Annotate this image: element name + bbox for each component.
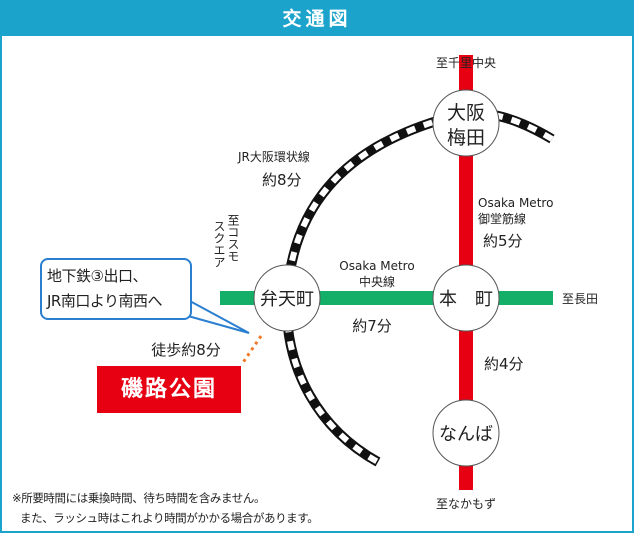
destination-label: 磯路公園	[97, 366, 241, 413]
chuo-name-1: Osaka Metro	[339, 259, 414, 273]
chuo-time: 約7分	[352, 317, 392, 335]
station-bentencho[interactable]: 弁天町	[253, 264, 321, 332]
chuo-name-2: 中央線	[359, 274, 395, 289]
note-line-1: ※所要時間には乗換時間、待ち時間を含みません。	[12, 491, 266, 505]
map-title: 交通図	[0, 0, 634, 36]
direction-east: 至長田	[562, 292, 598, 306]
direction-west-2: スクエア	[212, 220, 226, 268]
station-umeda-label-2: 梅田	[447, 127, 485, 149]
callout-line-1: 地下鉄③出口、	[47, 267, 147, 285]
jr-loop-name: JR大阪環状線	[237, 149, 310, 164]
midosuji-time-umeda: 約5分	[483, 232, 523, 250]
midosuji-name-2: 御堂筋線	[478, 211, 526, 226]
walking-route	[240, 335, 263, 365]
exit-callout: 地下鉄③出口、 JR南口より南西へ	[40, 258, 192, 320]
direction-west-1: 至コスモ	[226, 214, 240, 262]
direction-north: 至千里中央	[436, 55, 496, 70]
direction-south: 至なかもず	[436, 497, 496, 511]
station-namba[interactable]: なんば	[432, 399, 500, 467]
station-honmachi[interactable]: 本 町	[432, 264, 500, 332]
station-umeda[interactable]: 大阪 梅田	[432, 89, 500, 157]
walking-time: 徒歩約8分	[151, 341, 221, 359]
note-line-2: また、ラッシュ時はこれより時間がかかる場合があります。	[20, 511, 319, 525]
callout-tail	[187, 299, 250, 334]
station-namba-label: なんば	[439, 424, 493, 445]
callout-line-2: JR南口より南西へ	[47, 292, 163, 310]
midosuji-name-1: Osaka Metro	[478, 196, 553, 210]
jr-loop-line	[281, 108, 555, 467]
station-bentencho-label: 弁天町	[260, 289, 314, 310]
station-honmachi-label: 本 町	[439, 289, 493, 310]
midosuji-time-namba: 約4分	[484, 355, 524, 373]
station-umeda-label-1: 大阪	[447, 102, 485, 124]
jr-loop-time: 約8分	[262, 171, 302, 189]
